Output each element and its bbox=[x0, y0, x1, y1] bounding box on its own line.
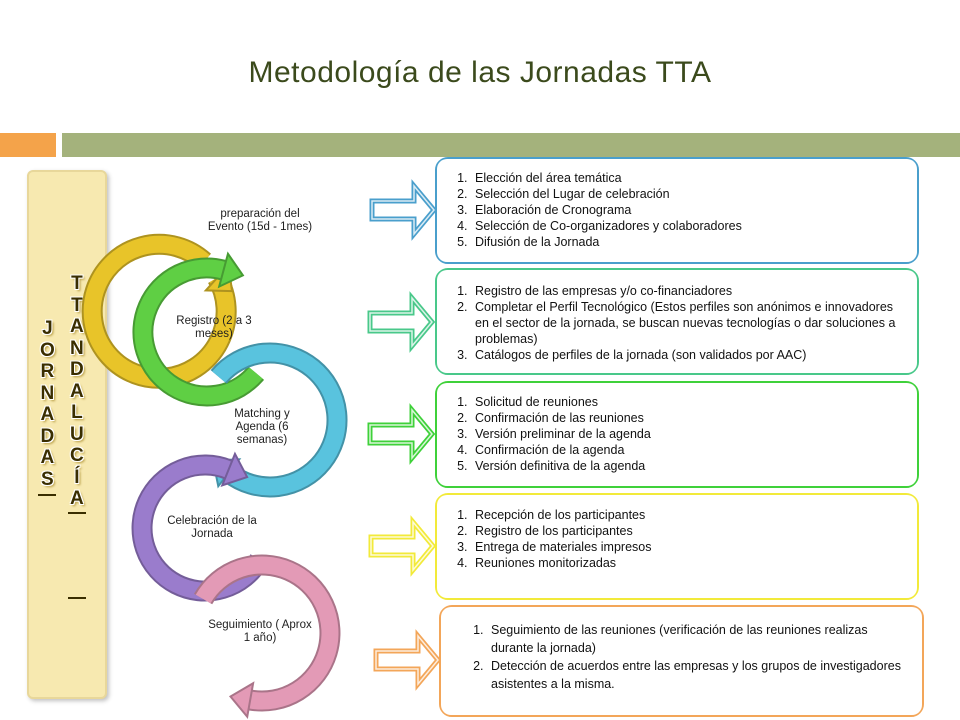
letter: L bbox=[71, 402, 83, 423]
arrow-right-icon bbox=[367, 403, 436, 465]
letter: A bbox=[70, 488, 84, 509]
cycle-arrowhead bbox=[220, 451, 249, 487]
arrow-right-icon bbox=[368, 515, 437, 577]
arrow-highlight bbox=[369, 407, 433, 461]
letter: R bbox=[40, 361, 55, 382]
list-item: Completar el Perfil Tecnológico (Estos p… bbox=[471, 299, 903, 347]
arrow-highlight bbox=[375, 633, 439, 687]
list-item: Elaboración de Cronograma bbox=[471, 202, 917, 218]
letter: S bbox=[41, 468, 54, 490]
cycle-arrowhead bbox=[228, 681, 255, 720]
list-item: Seguimiento de las reuniones (verificaci… bbox=[487, 621, 904, 657]
arrow-right-icon bbox=[369, 179, 438, 241]
word-underline bbox=[38, 494, 56, 496]
arrow-highlight bbox=[370, 519, 434, 573]
letter: O bbox=[40, 339, 55, 361]
letter: D bbox=[40, 425, 55, 447]
arrow-highlight bbox=[371, 183, 435, 237]
letter: N bbox=[40, 382, 55, 404]
cycle-arc bbox=[134, 259, 263, 405]
letter: D bbox=[70, 359, 84, 380]
step-box-4: Recepción de los participantes Registro … bbox=[437, 495, 917, 598]
list-item: Recepción de los participantes bbox=[471, 507, 917, 523]
cycle-arc bbox=[195, 556, 339, 710]
cycle-label-5: Seguimiento ( Aprox 1 año) bbox=[208, 619, 312, 644]
vertical-word-ttandalucia: T T A N D A L U C Í A bbox=[70, 273, 84, 510]
list-item: Entrega de materiales impresos bbox=[471, 539, 917, 555]
accent-bar-olive bbox=[62, 133, 960, 157]
letter: A bbox=[70, 380, 84, 402]
list-item: Difusión de la Jornada bbox=[471, 234, 917, 250]
letter: A bbox=[40, 447, 55, 468]
list-item: Versión definitiva de la agenda bbox=[471, 458, 917, 474]
cycle-arc bbox=[212, 344, 346, 496]
list-item: Confirmación de las reuniones bbox=[471, 410, 917, 426]
list-item: Catálogos de perfiles de la jornada (son… bbox=[471, 347, 903, 363]
accent-bar-orange bbox=[0, 133, 56, 157]
cycle-arrowhead bbox=[217, 251, 245, 289]
list-item: Confirmación de la agenda bbox=[471, 442, 917, 458]
side-panel bbox=[27, 170, 107, 699]
list-item: Solicitud de reuniones bbox=[471, 394, 917, 410]
cycle-label-3: Matching y Agenda (6 semanas) bbox=[234, 408, 290, 446]
letter: C bbox=[70, 445, 84, 466]
letter: A bbox=[40, 404, 55, 425]
letter: N bbox=[70, 337, 84, 359]
vertical-word-jornadas: J O R N A D A S bbox=[40, 318, 55, 490]
step-box-3: Solicitud de reuniones Confirmación de l… bbox=[437, 383, 917, 486]
letter: Í bbox=[74, 466, 80, 488]
letter: T bbox=[71, 273, 83, 294]
cycle-label-4: Celebración de la Jornada bbox=[167, 515, 257, 540]
step-box-1: Elección del área temática Selección del… bbox=[437, 159, 917, 262]
step-box-2: Registro de las empresas y/o co-financia… bbox=[437, 270, 917, 373]
letter: J bbox=[42, 318, 53, 339]
letter: T bbox=[71, 294, 83, 316]
cycle-label-1: preparación del Evento (15d - 1mes) bbox=[207, 208, 313, 233]
word-underline bbox=[68, 597, 86, 599]
step-box-5: Seguimiento de las reuniones (verificaci… bbox=[441, 607, 922, 715]
letter: A bbox=[70, 316, 84, 337]
list-item: Registro de las empresas y/o co-financia… bbox=[471, 283, 903, 299]
list-item: Versión preliminar de la agenda bbox=[471, 426, 917, 442]
letter: U bbox=[70, 423, 84, 445]
arrow-highlight bbox=[369, 295, 433, 349]
list-item: Reuniones monitorizadas bbox=[471, 555, 917, 571]
list-item: Selección del Lugar de celebración bbox=[471, 186, 917, 202]
word-underline bbox=[68, 512, 86, 514]
cycle-arc bbox=[83, 235, 235, 387]
list-item: Elección del área temática bbox=[471, 170, 917, 186]
cycle-label-2: Registro (2 a 3 meses) bbox=[176, 315, 252, 340]
arrow-right-icon bbox=[367, 291, 436, 353]
list-item: Selección de Co-organizadores y colabora… bbox=[471, 218, 917, 234]
list-item: Registro de los participantes bbox=[471, 523, 917, 539]
arrow-right-icon bbox=[373, 629, 442, 691]
list-item: Detección de acuerdos entre las empresas… bbox=[487, 657, 904, 693]
page-title: Metodología de las Jornadas TTA bbox=[248, 56, 712, 89]
